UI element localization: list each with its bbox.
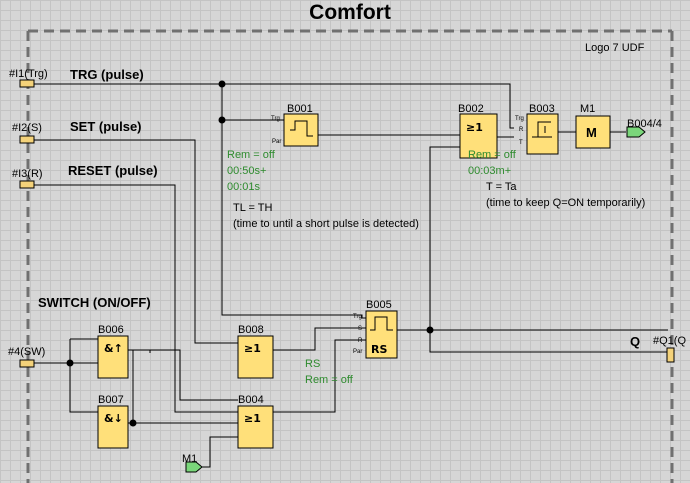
- diagram-title: Comfort: [309, 1, 391, 24]
- m-symbol: M: [586, 125, 597, 140]
- signal-label-trg: TRG (pulse): [70, 67, 144, 82]
- block-label-b007: B007: [98, 394, 124, 406]
- block-b007[interactable]: &↓: [97, 405, 129, 449]
- param-b002-rem: Rem = off: [468, 149, 517, 161]
- block-b002[interactable]: ≥1: [459, 113, 498, 159]
- pin-t: T: [519, 140, 523, 146]
- block-label-b001: B001: [287, 103, 313, 115]
- block-b006[interactable]: &↑: [97, 335, 129, 379]
- wires: [34, 83, 668, 468]
- or-symbol: ≥1: [244, 412, 261, 425]
- and-rise-symbol: &↑: [104, 342, 123, 355]
- pin-r: R: [358, 338, 363, 344]
- block-b008[interactable]: ≥1: [237, 335, 274, 379]
- note-t-desc: (time to keep Q=ON temporarily): [486, 197, 645, 209]
- output-terminal-q1[interactable]: [666, 347, 675, 363]
- param-b001-t1: 00:50s+: [227, 165, 266, 177]
- note-tl-desc: (time to until a short pulse is detected…: [233, 218, 419, 230]
- pin-s: S: [358, 326, 362, 332]
- or-symbol: ≥1: [466, 121, 483, 134]
- param-b005-rem: Rem = off: [305, 374, 354, 386]
- connector-flag-m1[interactable]: [185, 461, 203, 473]
- connector-flag-b004-4[interactable]: [626, 126, 646, 138]
- input-label-i3: #I3(R): [12, 168, 43, 180]
- input-label-i2: #I2(S): [12, 122, 42, 134]
- block-label-b003: B003: [529, 103, 555, 115]
- input-terminal-i1[interactable]: [19, 79, 35, 88]
- input-terminal-i4[interactable]: [19, 359, 35, 368]
- param-b002-t: 00:03m+: [468, 165, 511, 177]
- pin-par: Par: [272, 139, 281, 145]
- param-b001-t2: 00:01s: [227, 181, 261, 193]
- udf-label: Logo 7 UDF: [585, 42, 645, 54]
- note-tl: TL = TH: [233, 202, 272, 214]
- block-label-b002: B002: [458, 103, 484, 115]
- input-label-i4: #4(SW): [8, 346, 45, 358]
- param-b005-rs: RS: [305, 358, 320, 370]
- pin-trg: Trg: [353, 314, 362, 320]
- block-b001[interactable]: Trg Par: [271, 113, 319, 147]
- udf-frame: [26, 29, 674, 483]
- block-label-b008: B008: [238, 324, 264, 336]
- pin-r: R: [519, 127, 524, 133]
- output-label-q: Q: [630, 334, 640, 349]
- signal-label-reset: RESET (pulse): [68, 163, 158, 178]
- junction-dots: [66, 80, 434, 427]
- output-label-q1: #Q1(Q: [653, 335, 686, 347]
- block-b005[interactable]: RS Trg S R Par: [353, 310, 398, 359]
- signal-label-set: SET (pulse): [70, 119, 142, 134]
- block-label-m1: M1: [580, 103, 595, 115]
- rs-symbol: RS: [371, 343, 387, 356]
- pin-par: Par: [353, 349, 362, 355]
- param-b001-rem: Rem = off: [227, 149, 276, 161]
- block-label-b006: B006: [98, 324, 124, 336]
- block-m1[interactable]: M: [575, 115, 611, 149]
- block-label-b005: B005: [366, 299, 392, 311]
- pin-trg: Trg: [515, 116, 524, 122]
- input-terminal-i3[interactable]: [19, 180, 35, 189]
- block-b004[interactable]: ≥1: [237, 405, 274, 449]
- and-fall-symbol: &↓: [104, 412, 123, 425]
- block-b003[interactable]: Trg R T: [515, 113, 559, 155]
- input-label-i1: #I1(Trg): [9, 68, 48, 80]
- note-t: T = Ta: [486, 181, 517, 193]
- input-terminal-i2[interactable]: [19, 135, 35, 144]
- pin-trg: Trg: [271, 116, 280, 122]
- signal-label-switch: SWITCH (ON/OFF): [38, 295, 151, 310]
- block-label-b004: B004: [238, 394, 264, 406]
- or-symbol: ≥1: [244, 342, 261, 355]
